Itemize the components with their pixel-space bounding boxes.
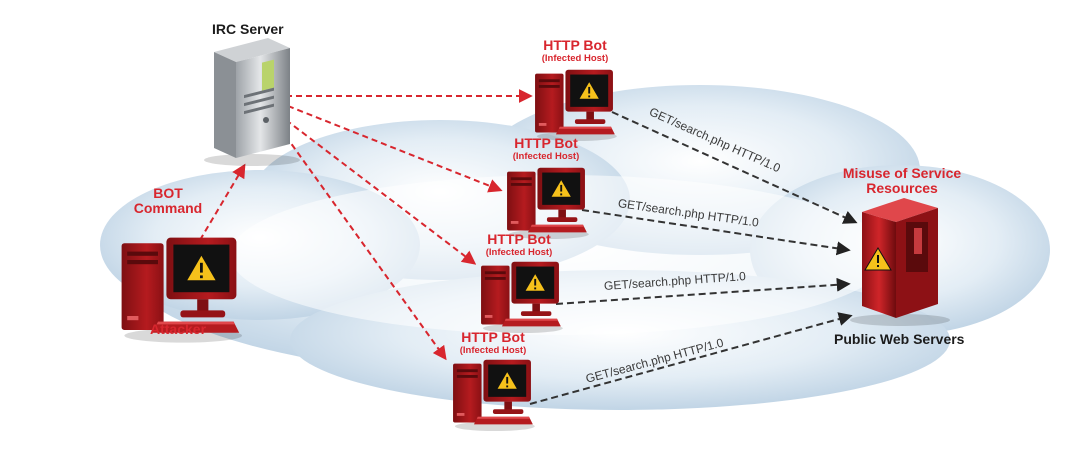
bot4-subtitle: (Infected Host)	[459, 345, 527, 356]
web-server-icon	[850, 198, 950, 326]
bot1-subtitle: (Infected Host)	[541, 53, 609, 64]
irc-to-bot4-arrow	[279, 127, 447, 361]
bot1-title: HTTP Bot	[543, 37, 607, 53]
bot2-label: HTTP Bot (Infected Host)	[491, 135, 601, 163]
request-arrows	[529, 111, 858, 405]
bot-command-line2: Command	[133, 200, 203, 216]
bot4-request-arrow	[529, 312, 853, 405]
misuse-heading: Misuse of Service Resources	[832, 166, 972, 196]
bot4-computer-icon	[452, 359, 536, 432]
irc-server-label: IRC Server	[212, 21, 284, 37]
misuse-heading-line1: Misuse of Service	[842, 165, 962, 181]
bot1-request-arrow	[611, 111, 858, 224]
bot3-computer-icon	[480, 261, 564, 334]
bot3-title: HTTP Bot	[487, 231, 551, 247]
attacker-to-irc-arrow	[199, 163, 246, 241]
misuse-heading-line2: Resources	[866, 180, 938, 196]
bot4-title: HTTP Bot	[461, 329, 525, 345]
bot4-label: HTTP Bot (Infected Host)	[438, 329, 548, 357]
attacker-label: Attacker	[150, 321, 207, 337]
bot3-label: HTTP Bot (Infected Host)	[464, 231, 574, 259]
public-web-servers-label: Public Web Servers	[834, 331, 965, 347]
command-arrows	[199, 89, 533, 361]
bot1-computer-icon	[534, 69, 618, 142]
bot3-subtitle: (Infected Host)	[485, 247, 553, 258]
irc-server-icon	[204, 38, 300, 166]
bot1-label: HTTP Bot (Infected Host)	[520, 37, 630, 65]
bot-command-line1: BOT	[153, 185, 183, 201]
irc-to-bot2-arrow	[287, 105, 503, 193]
bot2-computer-icon	[506, 167, 590, 240]
bot-command-label: BOT Command	[128, 186, 208, 216]
bot2-title: HTTP Bot	[514, 135, 578, 151]
bot2-request-arrow	[581, 209, 851, 256]
bot2-subtitle: (Infected Host)	[512, 151, 580, 162]
bot3-request-arrow	[555, 277, 851, 305]
